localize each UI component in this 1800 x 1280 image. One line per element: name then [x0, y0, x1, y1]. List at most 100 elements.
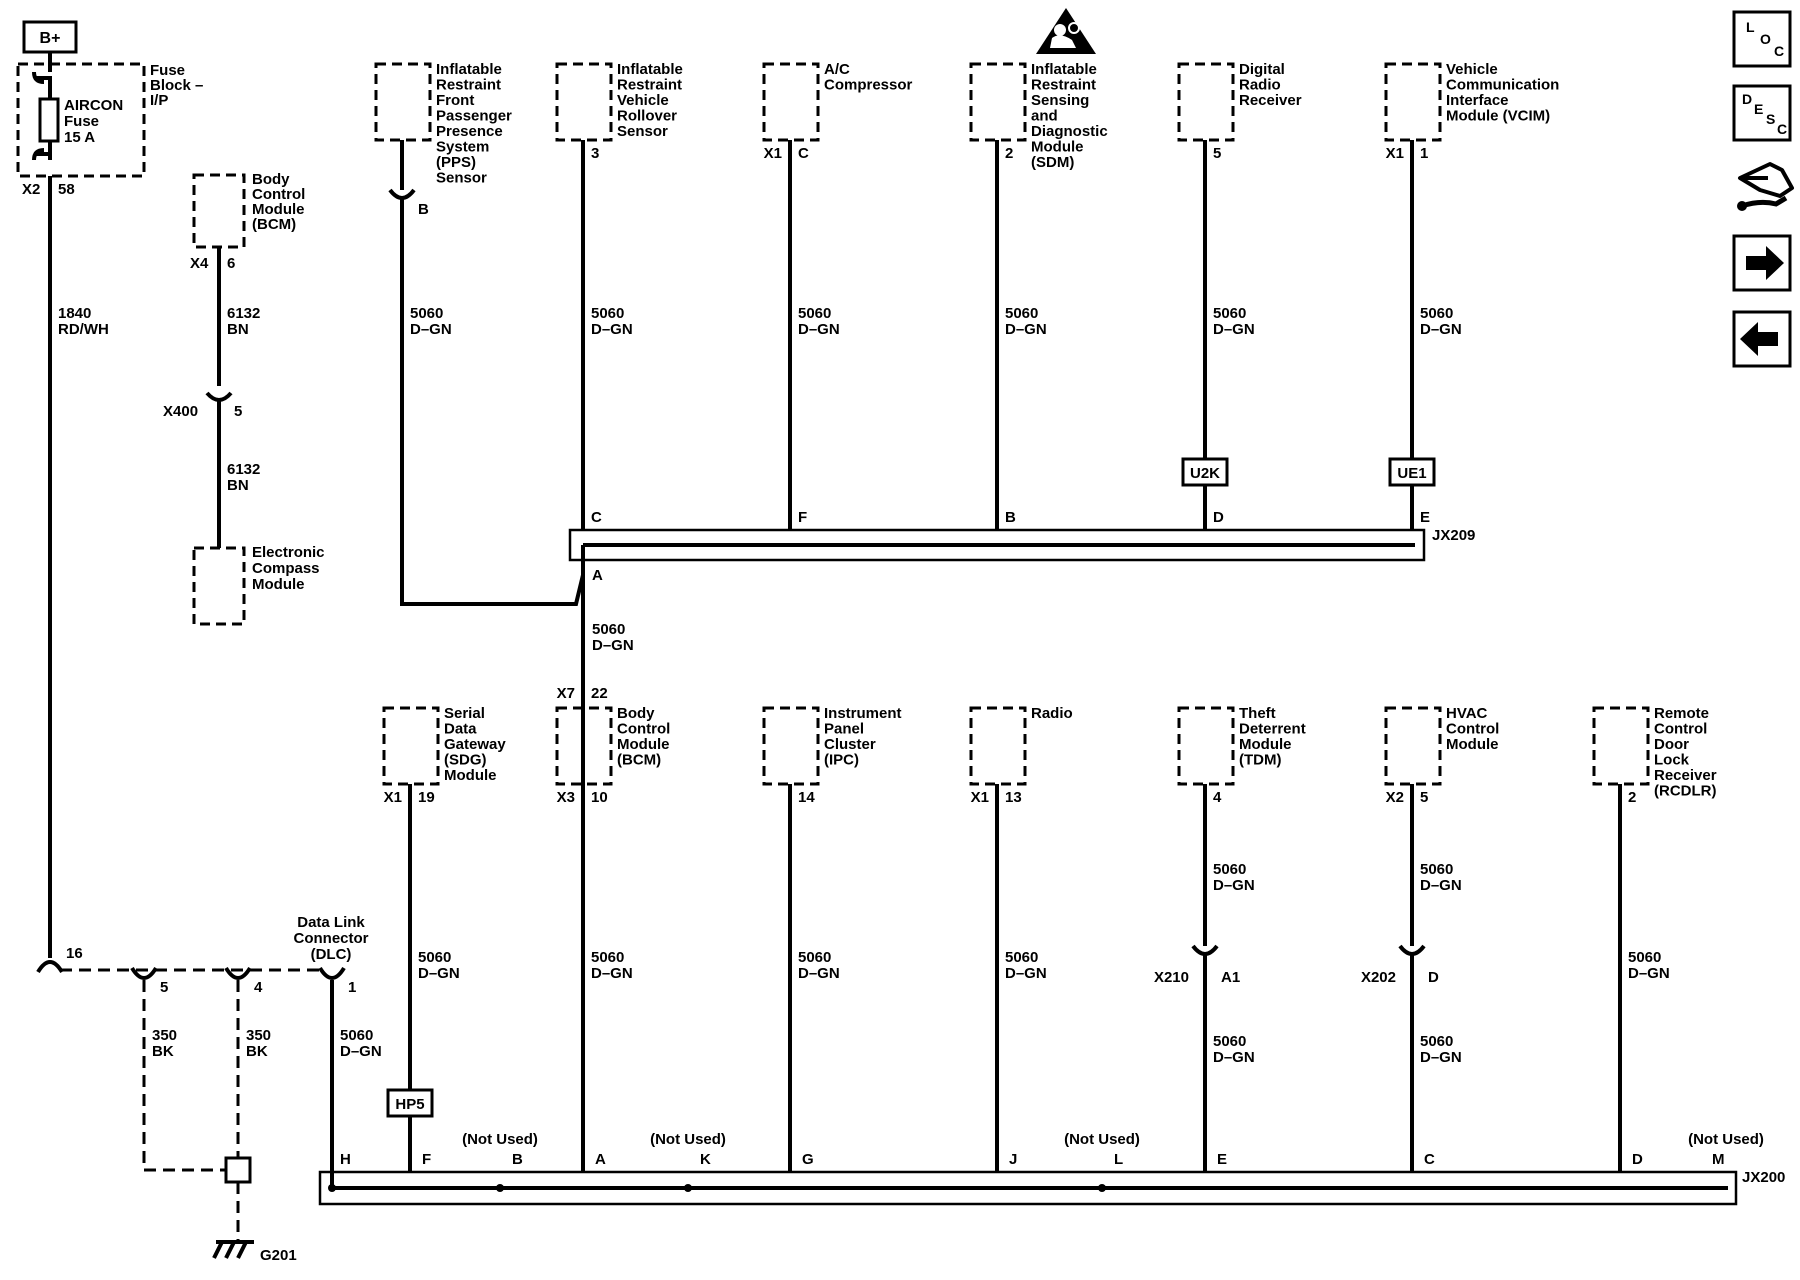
top-module-label-1-3: Rollover: [617, 108, 677, 125]
ground-splice: [224, 1156, 252, 1184]
desc-letter-e: E: [1754, 101, 1763, 117]
fuse-label-2: Fuse: [64, 113, 99, 130]
bottom-module-label-1-2: Module: [617, 736, 670, 753]
desc-letter-s: S: [1766, 111, 1775, 127]
unused-pin-3: M: [1712, 1151, 1725, 1168]
fuse-block-label-2: Block –: [150, 77, 203, 94]
bottom-module-pin-5: 5: [1420, 789, 1428, 806]
bottom-module-pin-top-1: 22: [591, 685, 608, 702]
airbag-warning-icon: [1036, 8, 1096, 54]
bottom-module-pin-1: 10: [591, 789, 608, 806]
inline-connector-name-5: X202: [1361, 969, 1396, 986]
bottom-module-circuit-1: 5060: [591, 949, 624, 966]
bottom-module-color-2: D–GN: [798, 965, 840, 982]
fuse-output-wire: [32, 141, 52, 161]
top-module-label-3-3: and: [1031, 108, 1058, 125]
top-module-label-4-1: Radio: [1239, 77, 1281, 94]
next-arrow-button[interactable]: [1732, 234, 1792, 292]
x400-pin: 5: [234, 403, 242, 420]
dlc-wire-color: D–GN: [340, 1043, 382, 1060]
top-module-label-1-0: Inflatable: [617, 61, 683, 78]
bottom-module-circuit2-5: 5060: [1420, 1033, 1453, 1050]
top-module-label-5-2: Interface: [1446, 92, 1509, 109]
top-module-label-0-3: Passenger: [436, 108, 512, 125]
top-module-color-0: D–GN: [410, 321, 452, 338]
top-module-label-4-0: Digital: [1239, 61, 1285, 78]
dlc-label-3: (DLC): [311, 946, 352, 963]
top-module-connector-2: X1: [764, 145, 782, 162]
fuse-input-wire: [32, 52, 52, 100]
option-label-bottom-0: HP5: [395, 1096, 424, 1113]
top-module-color-4: D–GN: [1213, 321, 1255, 338]
bcm-top-module: [192, 173, 246, 249]
bottom-module-connector-1: X3: [557, 789, 575, 806]
ground-wire-b-color: BK: [246, 1043, 268, 1060]
compass-label-1: Electronic: [252, 544, 325, 561]
fuse-connector: X2: [22, 181, 40, 198]
bottom-module-box-4: [1177, 706, 1235, 786]
desc-button[interactable]: D E S C: [1732, 84, 1792, 142]
top-module-circuit-2: 5060: [798, 305, 831, 322]
top-module-label-0-7: Sensor: [436, 170, 487, 187]
inline-connector-5: [1398, 944, 1426, 956]
dlc-label-1: Data Link: [297, 914, 365, 931]
bottom-module-label-0-4: Module: [444, 767, 497, 784]
bottom-module-pin-3: 13: [1005, 789, 1022, 806]
unused-pins: (Not Used)B(Not Used)K(Not Used)L(Not Us…: [462, 1131, 1764, 1192]
top-module-color-5: D–GN: [1420, 321, 1462, 338]
bottom-module-label-0-1: Data: [444, 721, 477, 738]
top-module-3: InflatableRestraintSensingandDiagnosticM…: [969, 61, 1108, 549]
bottom-module-label-5-2: Module: [1446, 736, 1499, 753]
fuse-label-1: AIRCON: [64, 97, 123, 114]
bottom-module-connector-0: X1: [384, 789, 402, 806]
top-module-label-1-1: Restraint: [617, 77, 682, 94]
wire-1840-circuit: 1840: [58, 305, 91, 322]
bottom-module-label-2-1: Panel: [824, 721, 864, 738]
bottom-module-color-0: D–GN: [418, 965, 460, 982]
top-module-label-0-5: System: [436, 139, 489, 156]
top-module-label-5-3: Module (VCIM): [1446, 108, 1550, 125]
unused-note-1: (Not Used): [650, 1131, 726, 1148]
trunk-wire-circuit: 5060: [592, 621, 625, 638]
bottom-module-label-0-3: (SDG): [444, 752, 487, 769]
ground-wire-a-circuit: 350: [152, 1027, 177, 1044]
bottom-module-label-4-3: (TDM): [1239, 752, 1281, 769]
option-box-bottom-0: [386, 1088, 434, 1118]
x400-connector: X400: [163, 403, 198, 420]
trunk-wire-color: D–GN: [592, 637, 634, 654]
dlc-pin-5: 5: [160, 979, 168, 996]
bottom-module-box-2: [762, 706, 820, 786]
top-module-pin-2: C: [798, 145, 809, 162]
splice-bottom-pin-6: D: [1632, 1151, 1643, 1168]
bottom-module-pin-0: 19: [418, 789, 435, 806]
bottom-module-box-5: [1384, 706, 1442, 786]
top-module-label-3-5: Module: [1031, 139, 1084, 156]
option-label-5: UE1: [1397, 465, 1426, 482]
bottom-module-label-0-2: Gateway: [444, 736, 506, 753]
bottom-module-label-1-1: Control: [617, 721, 670, 738]
inline-connector-x400: [205, 391, 233, 402]
splice-bottom-pin-3: J: [1009, 1151, 1017, 1168]
previous-arrow-button[interactable]: [1732, 310, 1792, 368]
unused-pin-0: B: [512, 1151, 523, 1168]
loc-letter-l: L: [1746, 19, 1755, 35]
bottom-module-connector-5: X2: [1386, 789, 1404, 806]
top-module-box-0: [374, 62, 432, 142]
connector-icon[interactable]: [1737, 162, 1794, 211]
top-module-label-3-6: (SDM): [1031, 154, 1074, 171]
splice-bottom-pin-2: G: [802, 1151, 814, 1168]
top-module-connector-5: X1: [1386, 145, 1404, 162]
top-module-label-3-4: Diagnostic: [1031, 123, 1108, 140]
loc-letter-o: O: [1760, 31, 1771, 47]
dlc-label-2: Connector: [294, 930, 369, 947]
top-module-circuit-0: 5060: [410, 305, 443, 322]
loc-button[interactable]: L O C: [1732, 10, 1792, 68]
ground-wire-a-color: BK: [152, 1043, 174, 1060]
bcm-top-label-4: (BCM): [252, 216, 296, 233]
bottom-module-label-4-2: Module: [1239, 736, 1292, 753]
inline-connector-pin-5: D: [1428, 969, 1439, 986]
